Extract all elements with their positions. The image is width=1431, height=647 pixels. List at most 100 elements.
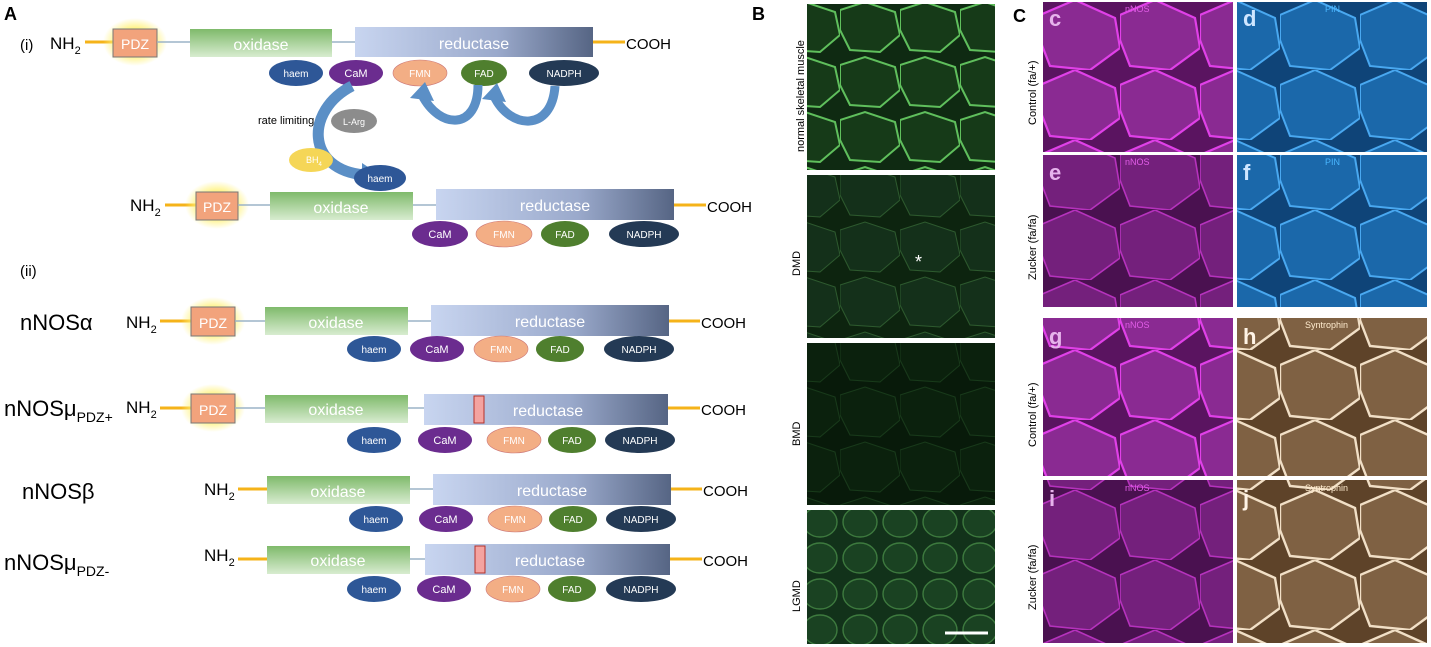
tile-letter: f <box>1243 160 1251 185</box>
nadph-label: NADPH <box>621 345 656 356</box>
isoform-nnos-beta: nNOSβ NH2 oxidase reductase COOH haem Ca… <box>22 474 748 533</box>
oxidase-domain <box>265 307 408 335</box>
isoform-label: nNOSμPDZ+ <box>4 396 113 425</box>
subpanel-i-label: (i) <box>20 37 33 54</box>
tile-stain: Syntrophin <box>1305 320 1348 330</box>
cooh-label: COOH <box>703 553 748 570</box>
tile-letter: i <box>1049 486 1055 511</box>
nadph-label: NADPH <box>626 230 661 241</box>
pdz-domain <box>112 28 158 58</box>
oxidase-label: oxidase <box>308 402 363 419</box>
oxidase-domain <box>267 546 410 574</box>
pdz-label: PDZ <box>199 402 227 418</box>
cooh-label: COOH <box>701 315 746 332</box>
reductase-label: reductase <box>439 36 509 53</box>
cam-label: CaM <box>428 229 451 241</box>
tile-e <box>1043 155 1233 307</box>
oxidase-label: oxidase <box>313 200 368 217</box>
micrograph-lgmd <box>807 510 995 644</box>
pdz-label: PDZ <box>121 36 149 52</box>
fmn-label: FMN <box>504 515 526 526</box>
pdz-domain <box>190 306 236 337</box>
isoform-label: nNOSα <box>20 310 93 335</box>
fmn-label: FMN <box>490 345 512 356</box>
rate-limiting-label: rate limiting <box>258 115 314 127</box>
tile-d <box>1237 2 1427 152</box>
reductase-label: reductase <box>515 314 585 331</box>
tile-letter: d <box>1243 6 1256 31</box>
micrograph-normal <box>807 4 995 170</box>
tile-j <box>1237 480 1427 643</box>
row-label-c3: Control (fa/+) <box>1027 383 1039 448</box>
l-arg-node <box>331 109 377 133</box>
reductase-label: reductase <box>517 483 587 500</box>
fmn-label: FMN <box>409 69 431 80</box>
micrograph-bmd <box>807 343 995 505</box>
arrow-cam-to-haem <box>312 81 366 181</box>
row-label-lgmd: LGMD <box>791 580 803 612</box>
reductase-domain <box>425 544 670 575</box>
haem-bound-node <box>354 165 406 191</box>
tile-letter: g <box>1049 324 1062 349</box>
oxidase-domain <box>267 476 410 504</box>
pdz-domain <box>195 191 239 221</box>
haem-bound-label: haem <box>367 174 392 185</box>
tile-letter: c <box>1049 6 1061 31</box>
isoform-nnos-mu-pdz-plus: nNOSμPDZ+ NH2 PDZ oxidase reductase COOH… <box>4 384 746 454</box>
row-label-normal: normal skeletal muscle <box>795 40 807 152</box>
svg-text:NH2: NH2 <box>126 398 157 421</box>
nadph-cofactor <box>609 221 679 247</box>
reductase-domain <box>436 189 674 220</box>
nadph-label: NADPH <box>623 585 658 596</box>
cam-label: CaM <box>433 435 456 447</box>
tile-letter: h <box>1243 324 1256 349</box>
l-arg-label: L-Arg <box>343 117 365 127</box>
panel-c-label: C <box>1013 6 1026 26</box>
nh2-label: NH2 <box>50 34 81 57</box>
cooh-label: COOH <box>701 402 746 419</box>
fmn-cofactor <box>392 59 448 87</box>
fad-cofactor <box>541 221 589 247</box>
tile-stain: nNOS <box>1125 157 1150 167</box>
fad-cofactor <box>461 60 507 86</box>
reductase-domain <box>433 474 671 505</box>
cam-cofactor <box>329 60 383 86</box>
construct-i-bottom: NH2 PDZ oxidase reductase COOH CaM FMN F… <box>130 181 752 248</box>
bh4-label: BH4 <box>306 155 323 168</box>
row-label-dmd: DMD <box>791 251 803 276</box>
tile-stain: PIN <box>1325 4 1340 14</box>
oxidase-domain <box>265 395 408 423</box>
cooh-label: COOH <box>703 483 748 500</box>
tile-stain: nNOS <box>1125 4 1150 14</box>
subpanel-ii-label: (ii) <box>20 263 37 280</box>
nh2-label: NH2 <box>130 196 161 219</box>
nadph-label: NADPH <box>622 436 657 447</box>
tile-g <box>1043 318 1233 476</box>
fmn-label: FMN <box>503 436 525 447</box>
tile-letter: j <box>1242 486 1249 511</box>
isoform-label: nNOSμPDZ- <box>4 550 110 579</box>
haem-label: haem <box>361 585 386 596</box>
oxidase-domain <box>190 29 332 57</box>
tile-stain: nNOS <box>1125 320 1150 330</box>
reductase-domain <box>424 394 668 425</box>
row-label-c2: Zucker (fa/fa) <box>1027 215 1039 280</box>
reductase-domain <box>355 27 593 57</box>
panel-a-label: A <box>4 4 17 24</box>
arrow-nadph-to-fad <box>489 85 560 126</box>
bh4-node <box>289 148 333 172</box>
svg-text:NH2: NH2 <box>204 546 235 569</box>
haem-label: haem <box>361 345 386 356</box>
reductase-domain <box>431 305 669 336</box>
cam-cofactor <box>412 221 468 247</box>
reductase-label: reductase <box>520 198 590 215</box>
arrow-fad-to-fmn <box>417 84 483 125</box>
dmd-star: * <box>915 252 922 272</box>
panel-b-label: B <box>752 4 765 24</box>
fad-label: FAD <box>474 69 493 80</box>
svg-text:NH2: NH2 <box>126 313 157 336</box>
tile-h <box>1237 318 1427 476</box>
tile-c <box>1043 2 1233 152</box>
fmn-label: FMN <box>493 230 515 241</box>
fad-label: FAD <box>562 585 581 596</box>
